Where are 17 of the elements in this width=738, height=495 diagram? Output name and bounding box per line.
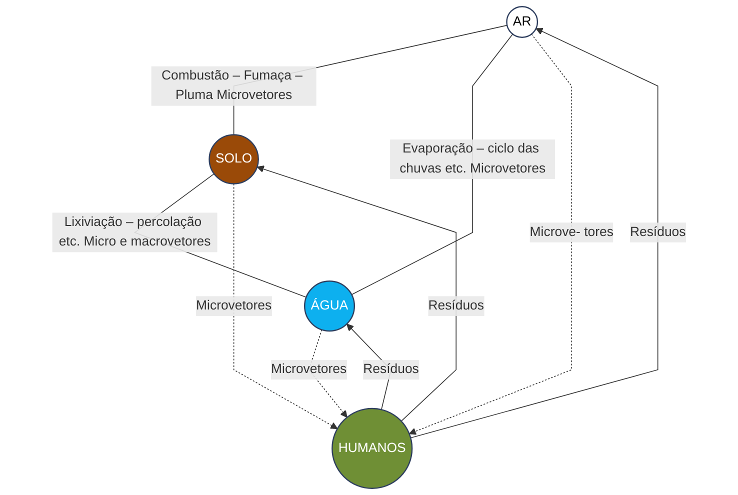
arrow (410, 28, 658, 438)
edge-label: Resíduos (630, 225, 686, 240)
node-circle: ÁGUA (304, 280, 356, 332)
arrow (408, 34, 572, 435)
edge-label: Microvetores (196, 298, 272, 313)
arrow (233, 183, 338, 430)
edge-label: Microve- tores (530, 225, 614, 240)
node-circle: AR (506, 6, 538, 38)
edge-label: Microvetores (271, 362, 347, 376)
edge-label: Combustão – Fumaça – Pluma Microvetores (162, 68, 302, 103)
edge-label: Resíduos (363, 362, 419, 376)
edge-label: Lixiviação – percolação etc. Micro e macrovetores (58, 215, 211, 249)
node-circle: HUMANOS (332, 408, 413, 490)
node-circle: SOLO (208, 134, 259, 184)
arrow (256, 166, 456, 422)
edge-label: Resíduos (428, 298, 484, 313)
edge-label: Evaporação – ciclo das chuvas etc. Microvetores (400, 142, 546, 176)
